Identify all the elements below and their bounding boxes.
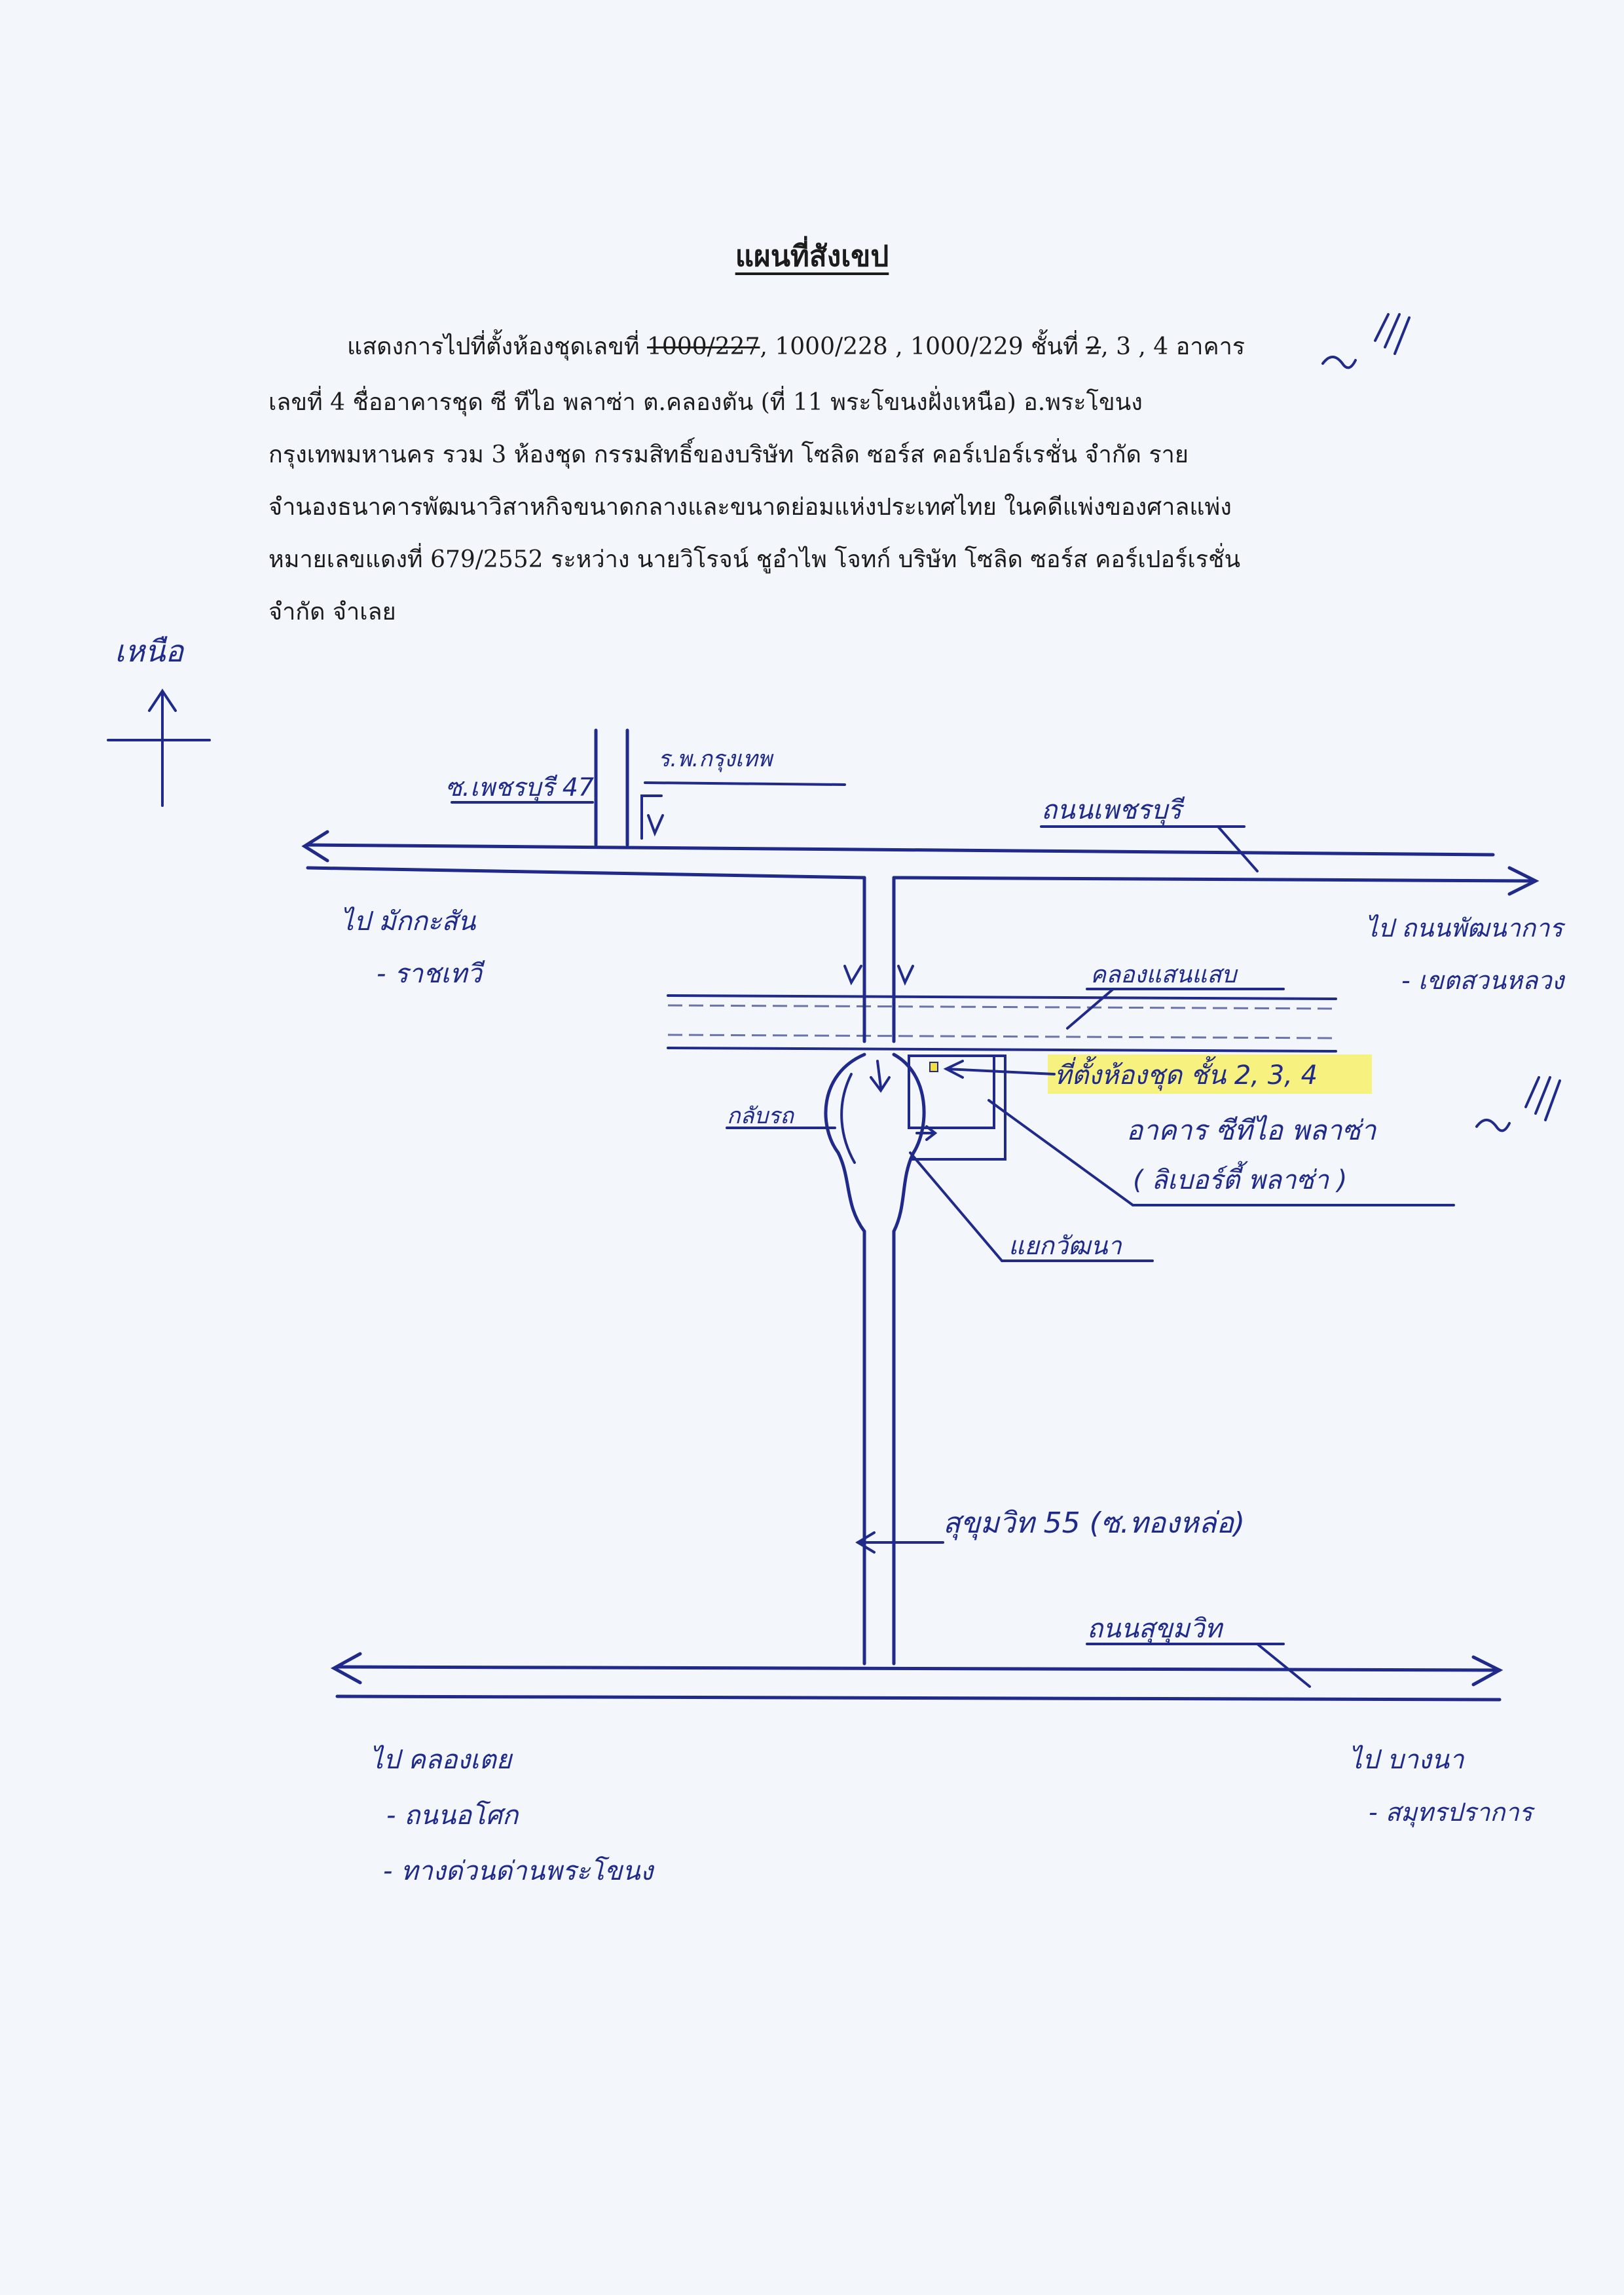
paragraph-line-3: กรุงเทพมหานคร รวม 3 ห้องชุด กรรมสิทธิ์ขอ… — [268, 441, 1189, 468]
paragraph-line-4: จำนองธนาคารพัฒนาวิสาหกิจขนาดกลางและขนาดย… — [268, 494, 1232, 521]
unit-pointer-head — [943, 1060, 964, 1079]
north-label: เหนือ — [115, 633, 185, 669]
road-phetchaburi-label: ถนนเพชรบุรี — [1041, 795, 1185, 826]
junction-label: แยกวัฒนา — [1008, 1231, 1122, 1260]
road-phetchaburi — [301, 830, 1540, 896]
struck-floor-number: 2 — [1086, 333, 1101, 360]
north-arrow: เหนือ — [107, 633, 211, 807]
paragraph-line-1a: แสดงการไปที่ตั้งห้องชุดเลขที่ — [347, 333, 648, 360]
building-label-2: ( ลิเบอร์ตี้ พลาซ่า ) — [1133, 1161, 1347, 1195]
unit-label: ที่ตั้งห้องชุด ชั้น 2, 3, 4 — [1054, 1056, 1318, 1091]
junction-pointer — [909, 1151, 1003, 1262]
to-east-top-1: ไป ถนนพัฒนาการ — [1365, 914, 1566, 942]
canal-saen-saep: คลองแสนแสบ — [667, 961, 1337, 1053]
soi-phetchaburi: ซ.เพชรบุรี 47 — [445, 728, 629, 847]
paragraph-line-1c: , 3 , 4 อาคาร — [1101, 333, 1246, 360]
unit-label-highlight — [1048, 1054, 1372, 1094]
hospital-marker: ร.พ.กรุงเทพ — [640, 746, 846, 840]
road-phetchaburi-pointer — [1217, 825, 1259, 872]
road-sukhumvit — [330, 1652, 1504, 1702]
to-west-top-2: - ราชเทวี — [377, 959, 485, 989]
soi-sukhumvit-pointer-head — [855, 1531, 876, 1554]
to-west-bottom-3: - ทางด่วนด่านพระโขนง — [383, 1856, 655, 1886]
paragraph-line-2: เลขที่ 4 ชื่ออาคารชุด ซี ทีไอ พลาซ่า ต.ค… — [268, 389, 1143, 416]
soi-thonglor — [843, 876, 914, 1666]
road-sukhumvit-label: ถนนสุขุมวิท — [1087, 1614, 1223, 1645]
road-sukhumvit-pointer — [1256, 1643, 1311, 1688]
paragraph-line-5: หมายเลขแดงที่ 679/2552 ระหว่าง นายวิโรจน… — [268, 546, 1241, 573]
paragraph-line-1b: , 1000/228 , 1000/229 ชั้นที่ — [760, 333, 1086, 360]
to-west-bottom-2: - ถนนอโศก — [386, 1800, 519, 1831]
to-west-bottom-1: ไป คลองเตย — [370, 1745, 513, 1775]
building-box — [908, 1054, 1006, 1161]
to-east-top-2: - เขตสวนหลวง — [1401, 966, 1566, 995]
handwritten-initials-map — [1475, 1076, 1561, 1132]
soi-phetchaburi-label: ซ.เพชรบุรี 47 — [445, 773, 594, 802]
unit-pointer — [945, 1068, 1056, 1075]
handwritten-initials-top — [1321, 313, 1411, 369]
to-east-bottom-2: - สมุทรปราการ — [1369, 1798, 1536, 1827]
paragraph-line-6: จำกัด จำเลย — [268, 599, 396, 625]
to-west-top-1: ไป มักกะสัน — [341, 906, 477, 937]
hospital-label: ร.พ.กรุงเทพ — [658, 746, 774, 772]
to-east-bottom-1: ไป บางนา — [1349, 1745, 1465, 1775]
struck-unit-number: 1000/227 — [647, 333, 760, 360]
building-label-1: อาคาร ซีทีไอ พลาซ่า — [1126, 1114, 1377, 1146]
unit-location-marker — [929, 1062, 938, 1072]
building-pointer-line — [987, 1099, 1134, 1206]
soi-sukhumvit-label: สุขุมวิท 55 (ซ.ทองหล่อ) — [943, 1506, 1245, 1540]
canal-label: คลองแสนแสบ — [1090, 961, 1238, 988]
page-title: แผนที่สังเขป — [735, 240, 889, 273]
uturn-loop: กลับรถ — [726, 1053, 926, 1233]
uturn-label: กลับรถ — [727, 1103, 795, 1129]
paragraph-line-1: แสดงการไปที่ตั้งห้องชุดเลขที่ 1000/227, … — [347, 327, 1245, 365]
